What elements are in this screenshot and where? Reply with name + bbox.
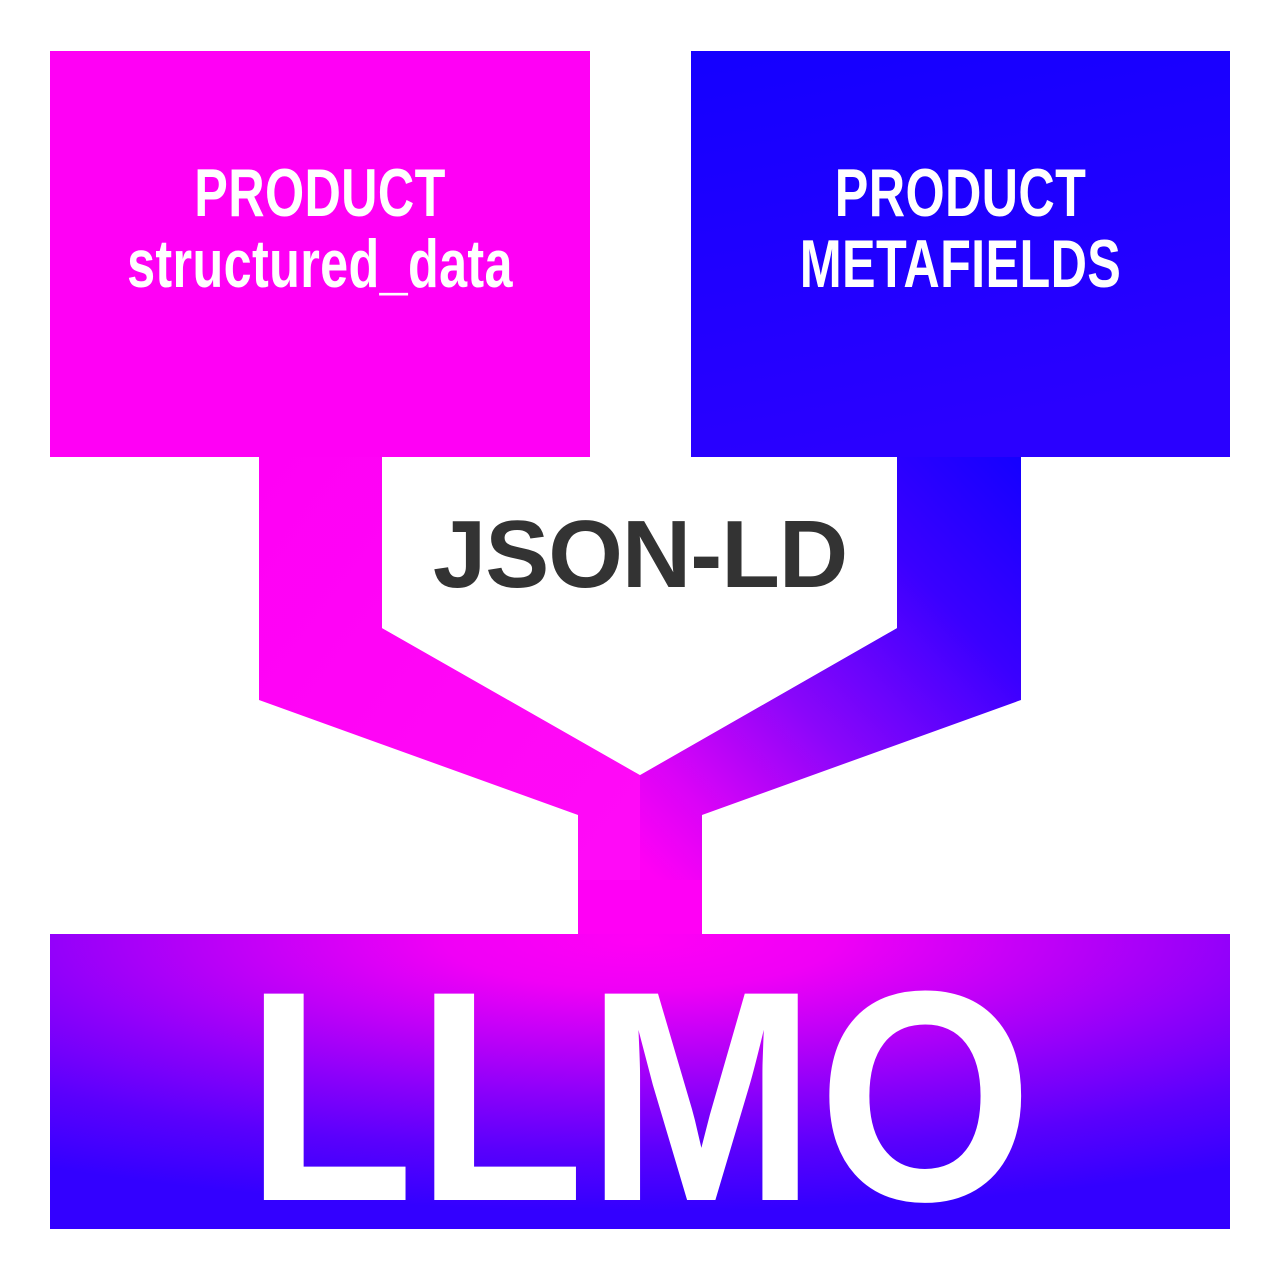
source-box-metafields[interactable] (691, 51, 1230, 457)
funnel-stem (578, 880, 702, 938)
funnel-arm-left (259, 457, 640, 886)
source-box-structured-data[interactable] (50, 51, 590, 457)
target-box-llmo[interactable] (50, 934, 1230, 1229)
json-ld-plate (382, 457, 897, 775)
funnel-arm-right (640, 457, 1021, 886)
